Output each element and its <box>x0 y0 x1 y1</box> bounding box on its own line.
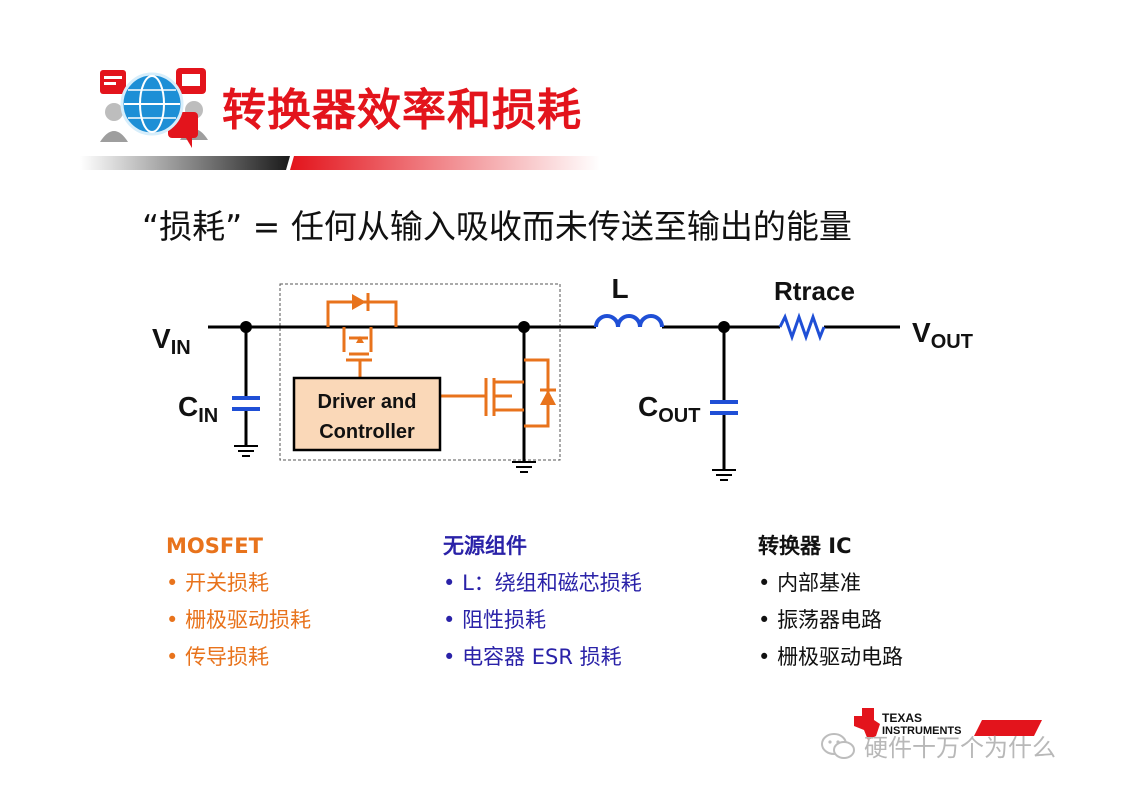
vout-label: VOUT <box>912 317 973 353</box>
output-capacitor <box>710 400 738 415</box>
mosfet-loss-item: 传导损耗 <box>166 639 311 676</box>
low-side-mosfet <box>440 358 556 428</box>
high-side-mosfet <box>326 293 398 380</box>
title-underline-bar <box>80 156 600 170</box>
node-vout <box>718 321 730 333</box>
inductor-label: L <box>611 273 628 304</box>
converter-ic-boundary <box>279 283 561 461</box>
passive-losses-column: 无源组件 L：绕组和磁芯损耗 阻性损耗 电容器 ESR 损耗 <box>443 528 642 676</box>
ground-symbol-cout <box>712 469 736 481</box>
trace-resistor <box>778 312 826 342</box>
ic-loss-item: 振荡器电路 <box>758 602 903 639</box>
driver-label-line1: Driver and <box>318 391 417 413</box>
mosfet-loss-item: 栅极驱动损耗 <box>166 602 311 639</box>
ground-symbol-switch <box>512 461 536 473</box>
loss-definition: “损耗” = 任何从输入吸收而未传送至输出的能量 <box>142 207 852 246</box>
inductor <box>594 314 664 328</box>
passive-loss-item: 阻性损耗 <box>443 602 642 639</box>
rtrace-label: Rtrace <box>774 276 855 306</box>
presentation-logo <box>100 68 208 148</box>
ic-heading: 转换器 IC <box>758 534 852 558</box>
driver-label-line2: Controller <box>319 421 415 443</box>
cout-label: COUT <box>638 391 700 427</box>
passive-loss-item: L：绕组和磁芯损耗 <box>443 565 642 602</box>
cin-label: CIN <box>178 391 218 427</box>
node-vin <box>240 321 252 333</box>
ground-symbol-cin <box>234 445 258 457</box>
ic-loss-item: 栅极驱动电路 <box>758 639 903 676</box>
input-capacitor <box>232 396 260 411</box>
passive-heading: 无源组件 <box>443 534 527 558</box>
ic-loss-item: 内部基准 <box>758 565 903 602</box>
ic-losses-column: 转换器 IC 内部基准 振荡器电路 栅极驱动电路 <box>758 528 903 676</box>
vin-label: VIN <box>152 323 191 359</box>
buck-converter-schematic: Driver and Controller VIN CIN L Rtrace C… <box>152 273 973 481</box>
svg-text:TEXAS: TEXAS <box>882 711 922 725</box>
page-title: 转换器效率和损耗 <box>222 85 582 136</box>
watermark-text: 硬件十万个为什么 <box>864 734 1056 762</box>
texas-instruments-logo: TEXAS INSTRUMENTS <box>854 708 1042 740</box>
mosfet-losses-column: MOSFET 开关损耗 栅极驱动损耗 传导损耗 <box>166 528 311 676</box>
texas-state-icon <box>854 708 880 740</box>
driver-controller-block <box>292 376 442 452</box>
passive-loss-item: 电容器 ESR 损耗 <box>443 639 642 676</box>
mosfet-heading: MOSFET <box>166 534 263 558</box>
node-switch <box>518 321 530 333</box>
mosfet-loss-item: 开关损耗 <box>166 565 311 602</box>
svg-text:INSTRUMENTS: INSTRUMENTS <box>882 725 961 737</box>
wechat-watermark-icon <box>821 733 855 759</box>
